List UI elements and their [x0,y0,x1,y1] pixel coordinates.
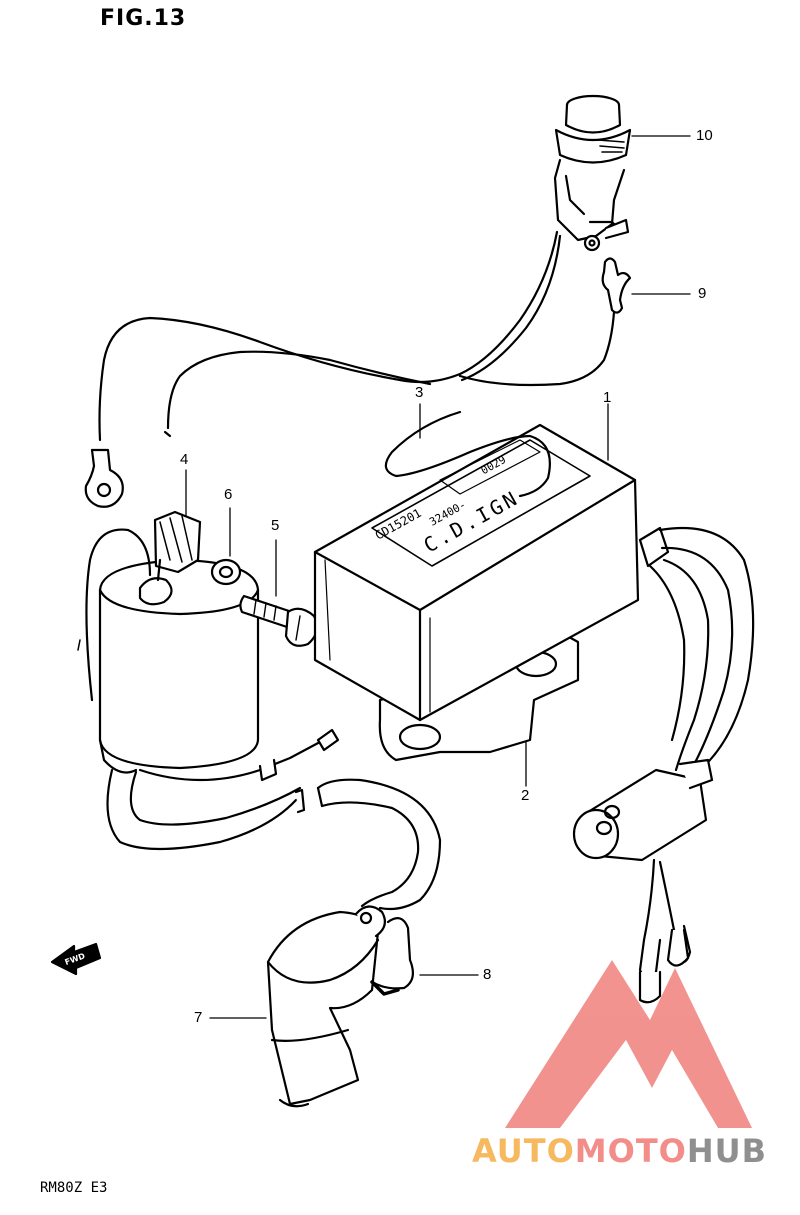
plug-cap-spring [370,917,415,996]
ring-terminal [84,448,124,508]
watermark-moto: MOTO [574,1132,687,1170]
coil-primary-wire [85,528,152,702]
model-code: RM80Z E3 [40,1180,108,1196]
watermark-auto: AUTO [472,1132,575,1170]
switch-wire-1 [98,230,559,442]
callout-9: 9 [698,285,707,302]
callout-3: 3 [415,384,424,401]
figure-title: FIG.13 [100,6,187,31]
callout-10: 10 [696,127,713,144]
washer [210,558,242,586]
engine-stop-switch [553,94,632,252]
fwd-arrow-icon [50,942,102,976]
callout-8: 8 [483,966,492,983]
callout-5: 5 [271,517,280,534]
high-tension-cord [106,768,442,911]
callout-2: 2 [521,787,530,804]
ignition-coil [98,510,260,774]
switch-wire-2 [166,350,432,430]
bolt [239,594,319,647]
callout-6: 6 [224,486,233,503]
callout-1: 1 [603,389,612,406]
watermark-hub: HUB [686,1132,768,1170]
callout-4: 4 [180,451,189,468]
watermark-text: AUTOMOTOHUB [472,1132,767,1170]
watermark-logo-icon [505,960,752,1128]
wire-coupler [572,758,714,862]
spark-plug-cap [266,905,387,1108]
callout-7: 7 [194,1009,203,1026]
loop-wire [384,410,551,498]
cdi-unit [313,423,640,762]
spade-terminals [638,858,692,1004]
wire-terminal-9 [458,257,632,387]
cdi-harness [638,526,755,774]
